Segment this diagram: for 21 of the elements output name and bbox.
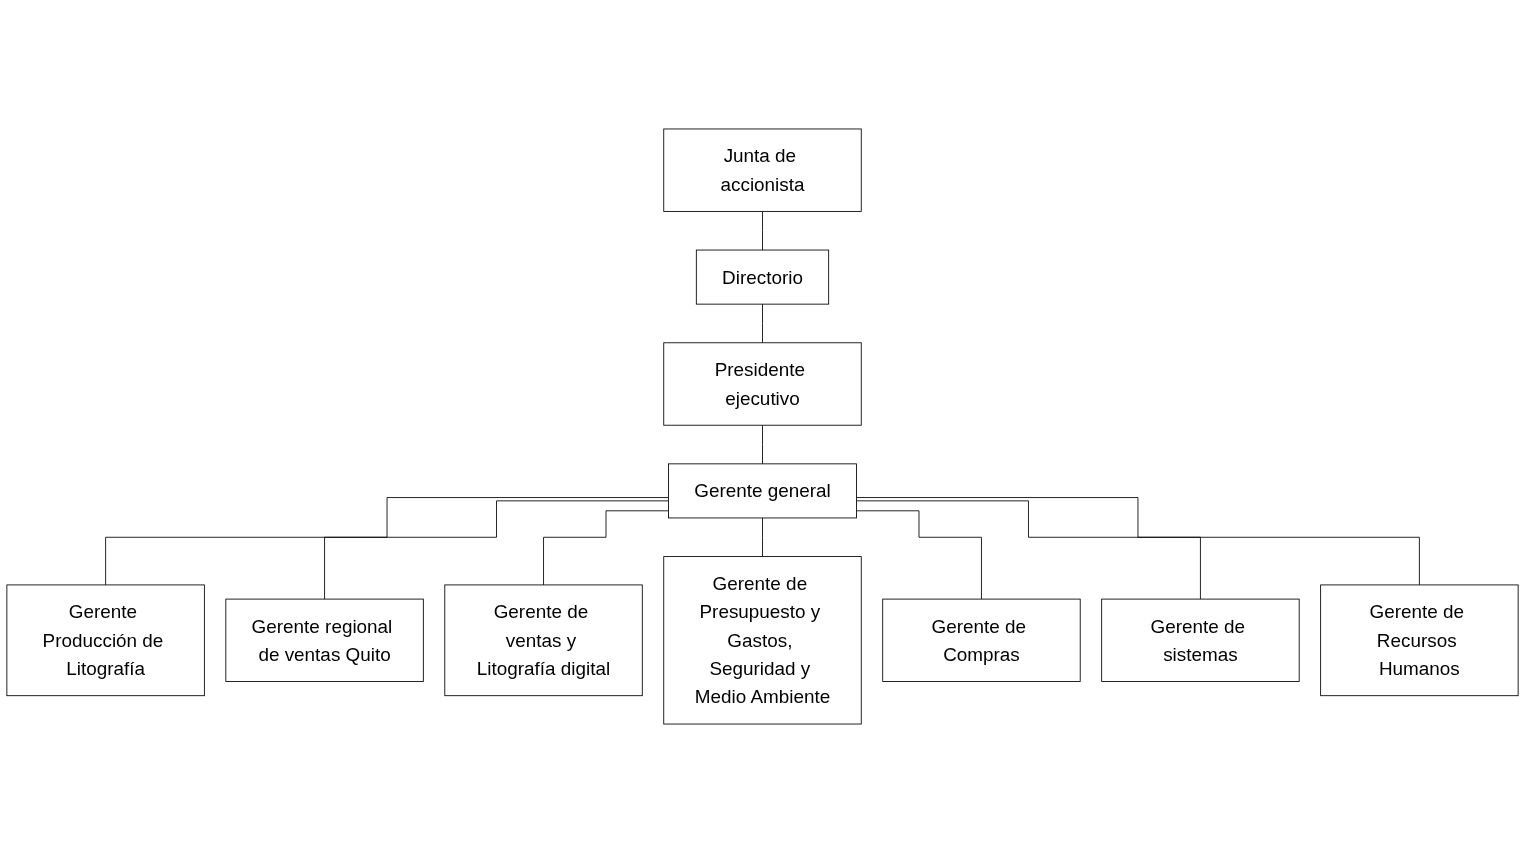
connector (324, 500, 669, 600)
connector (762, 210, 763, 251)
connector (856, 510, 982, 600)
connector (543, 510, 669, 586)
node-box: Gerente regional de ventas Quito (225, 598, 424, 682)
node-box: Presidente ejecutivo (663, 342, 862, 426)
node-box: Junta de accionista (663, 128, 862, 212)
connector (762, 517, 763, 557)
node-box: Gerente de Presupuesto y Gastos, Seguridad y Medio Ambiente (663, 556, 862, 725)
connector (856, 497, 1420, 586)
connector (856, 500, 1201, 600)
node-box: Directorio (695, 249, 830, 305)
node-box: Gerente de Compras (882, 598, 1081, 682)
node-box: Gerente Producción de Litografía (6, 584, 205, 697)
connector (762, 424, 763, 465)
connector (762, 303, 763, 344)
connector (105, 497, 669, 586)
node-box: Gerente de ventas y Litografía digital (444, 584, 643, 697)
node-box: Gerente de sistemas (1101, 598, 1300, 682)
node-box: Gerente de Recursos Humanos (1320, 584, 1519, 697)
node-box: Gerente general (668, 463, 857, 519)
